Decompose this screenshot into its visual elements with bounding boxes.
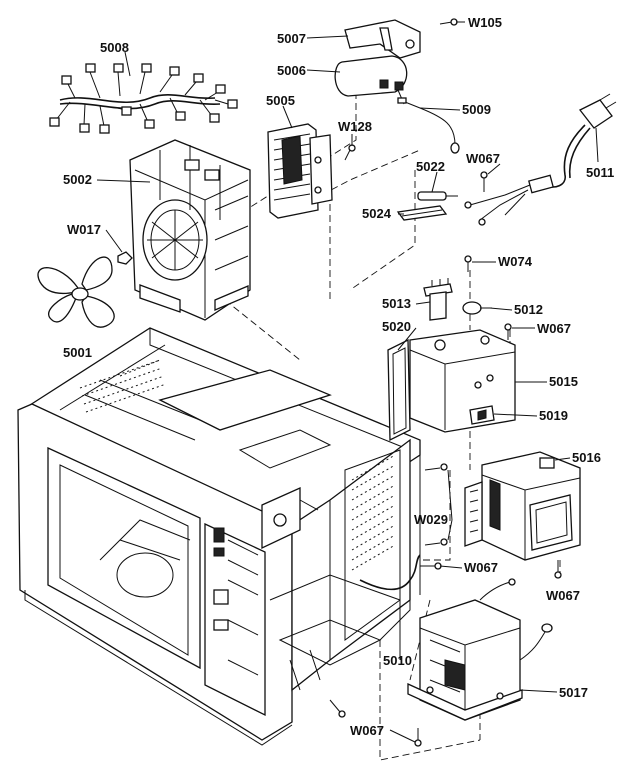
label-w017: W017 <box>67 222 101 237</box>
screw-w067-a <box>480 171 488 192</box>
screws-w029 <box>424 463 448 546</box>
label-w074: W074 <box>498 254 533 269</box>
label-w105: W105 <box>468 15 502 30</box>
cabinet-vent-holes <box>79 359 167 413</box>
label-5020: 5020 <box>382 319 411 334</box>
screw-w067-d <box>554 560 562 579</box>
label-5017: 5017 <box>559 685 588 700</box>
label-w029: W029 <box>414 512 448 527</box>
fuse-5022 <box>417 191 458 201</box>
fan-nut-w017 <box>117 251 133 265</box>
screw-w105 <box>439 18 458 26</box>
waveguide-5015 <box>409 329 516 433</box>
diode-5009 <box>397 97 460 154</box>
fan-bracket-5002 <box>129 139 251 321</box>
oven-cabinet-5001 <box>17 327 421 746</box>
label-5015: 5015 <box>549 374 578 389</box>
capacitor-5006 <box>334 55 408 105</box>
cabinet-screw <box>329 699 346 718</box>
thermostat-5012 <box>462 301 492 315</box>
label-5019: 5019 <box>539 408 568 423</box>
label-5008: 5008 <box>100 40 129 55</box>
screw-w067-b <box>504 323 512 340</box>
fuse-holder-5024 <box>396 205 448 221</box>
label-w067-c: W067 <box>464 560 498 575</box>
label-5002: 5002 <box>63 172 92 187</box>
label-5022: 5022 <box>416 159 445 174</box>
hv-transformer-5017 <box>407 578 553 721</box>
gasket-5020 <box>387 338 411 442</box>
screw-w067-e <box>414 728 422 747</box>
label-5006: 5006 <box>277 63 306 78</box>
label-5024: 5024 <box>362 206 392 221</box>
part-labels: W105 5007 5006 5008 5005 W128 5009 5002 … <box>63 15 614 738</box>
screw-w074 <box>464 255 472 272</box>
label-5010: 5010 <box>383 653 412 668</box>
control-panel-slots <box>213 527 259 676</box>
label-5011: 5011 <box>586 165 614 180</box>
label-5005: 5005 <box>266 93 295 108</box>
power-cord-5011 <box>464 93 617 226</box>
label-5012: 5012 <box>514 302 543 317</box>
capacitor-bracket-5007 <box>344 19 421 59</box>
label-w067-e: W067 <box>350 723 384 738</box>
label-5007: 5007 <box>277 31 306 46</box>
label-w128: W128 <box>338 119 372 134</box>
label-w067-b: W067 <box>537 321 571 336</box>
leader-lines <box>96 21 599 743</box>
label-w067-d: W067 <box>546 588 580 603</box>
wiring-5010 <box>359 554 421 640</box>
label-w067-a: W067 <box>466 151 500 166</box>
control-switch-5005 <box>267 123 333 219</box>
screw-w128 <box>344 144 356 161</box>
screw-w067-c <box>420 562 442 570</box>
wire-harness-5008 <box>49 63 238 134</box>
label-5009: 5009 <box>462 102 491 117</box>
label-5001: 5001 <box>63 345 92 360</box>
fan-blade <box>37 256 115 328</box>
thermal-fuse-5019 <box>469 405 495 425</box>
label-5013: 5013 <box>382 296 411 311</box>
thermal-cutout-5013 <box>423 278 453 321</box>
label-5016: 5016 <box>572 450 601 465</box>
magnetron-5016 <box>464 451 581 561</box>
